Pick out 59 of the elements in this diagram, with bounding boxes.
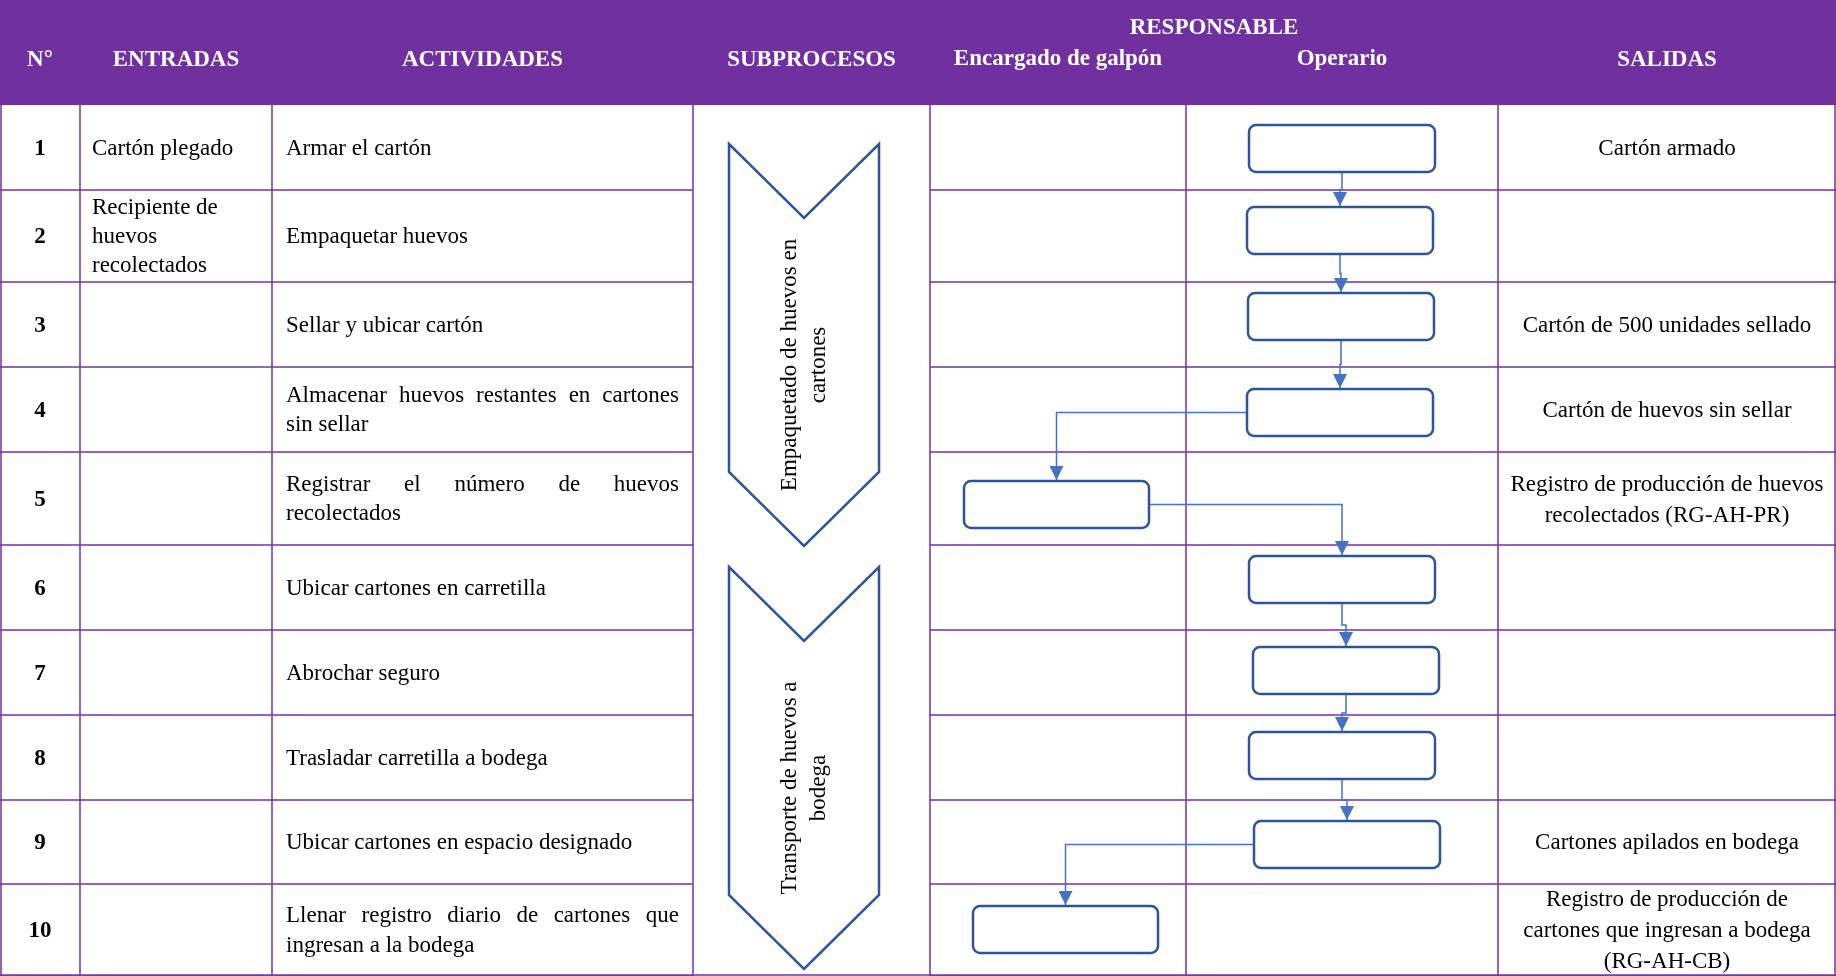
output-text: Registro de producción de huevos recolectados (RG-AH-PR) [1509, 469, 1825, 529]
activity-text: Empaquetar huevos [286, 222, 470, 251]
row-number: 3 [33, 310, 47, 339]
activity-text: Trasladar carretilla a bodega [286, 743, 549, 772]
output-text: Cartón armado [1597, 134, 1737, 162]
activity-text: Sellar y ubicar cartón [286, 310, 485, 339]
arrow [1149, 503, 1349, 556]
process-box [1248, 124, 1436, 173]
process-box [1252, 646, 1440, 695]
chevron-arrow [728, 143, 880, 547]
row-number: 7 [33, 658, 47, 687]
arrow [1335, 694, 1349, 732]
input-text: Recipiente de huevos recolectados [92, 192, 219, 279]
arrow [1058, 843, 1254, 906]
output-text: Cartón de huevos sin sellar [1541, 396, 1793, 424]
row-number: 9 [33, 828, 47, 857]
column-header: Encargado de galpón [952, 44, 1164, 72]
arrow [1049, 411, 1247, 481]
process-box [1247, 292, 1435, 341]
process-box [963, 480, 1150, 529]
column-header: SUBPROCESOS [726, 45, 897, 73]
activity-text: Almacenar huevos restantes en cartones sin sellar [286, 380, 679, 439]
column-header: RESPONSABLE [1128, 13, 1300, 41]
arrow [1333, 340, 1347, 389]
row-number: 6 [33, 573, 47, 602]
output-text: Cartón de 500 unidades sellado [1521, 311, 1813, 339]
row-number: 2 [33, 222, 47, 251]
column-header: ACTIVIDADES [400, 45, 564, 73]
arrow [1339, 603, 1353, 647]
arrow [1333, 172, 1347, 207]
process-box [1246, 388, 1434, 437]
activity-text: Abrochar seguro [286, 658, 441, 687]
process-box [1248, 731, 1436, 780]
process-box [972, 905, 1159, 954]
activity-text: Llenar registro diario de cartones que ingresan a la bodega [286, 901, 679, 959]
row-number: 8 [33, 743, 47, 772]
column-header: N° [26, 45, 54, 73]
input-text: Cartón plegado [92, 133, 235, 162]
column-header: ENTRADAS [111, 45, 241, 73]
activity-text: Ubicar cartones en carretilla [286, 573, 547, 602]
arrow [1334, 254, 1348, 293]
row-number: 10 [27, 916, 53, 945]
arrow [1340, 779, 1354, 821]
process-box [1253, 820, 1441, 869]
subprocess-label: Empaquetado de huevos en cartones [775, 238, 831, 492]
column-header: Operario [1295, 44, 1389, 72]
process-box [1248, 555, 1436, 604]
activity-text: Armar el cartón [286, 133, 433, 162]
row-number: 1 [33, 133, 47, 162]
subprocess-label: Transporte de huevos a bodega [775, 680, 831, 897]
process-box [1246, 206, 1434, 255]
chevron-arrow [728, 566, 880, 970]
row-number: 4 [33, 395, 47, 424]
row-number: 5 [33, 484, 47, 513]
activity-text: Registrar el número de huevos recolectados [286, 469, 679, 528]
column-header: SALIDAS [1616, 45, 1718, 73]
output-text: Cartones apilados en bodega [1534, 828, 1800, 857]
output-text: Registro de producción de cartones que ingresan a bodega (RG-AH-CB) [1522, 885, 1812, 976]
activity-text: Ubicar cartones en espacio designado [286, 828, 634, 857]
